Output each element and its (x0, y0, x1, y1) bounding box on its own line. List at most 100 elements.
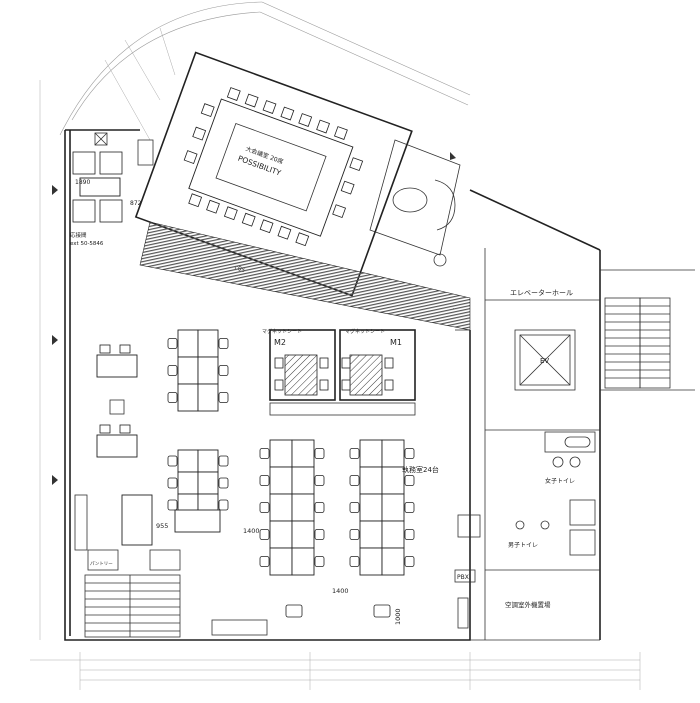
desk-chair (373, 604, 391, 618)
lounge (369, 139, 461, 267)
workstation-desk (269, 493, 293, 522)
workstation-desk (177, 471, 199, 495)
desk-chair (167, 455, 178, 467)
workstation-desk (269, 547, 293, 576)
corridor-stripe (139, 221, 471, 331)
desk-chair (218, 392, 229, 403)
desk-chair (259, 529, 270, 540)
reception-phone-label: 応接間 (70, 231, 87, 239)
pantry-label: パントリー (90, 561, 113, 567)
conference-chair (206, 199, 220, 214)
elevator-hall-label: エレベーターホール (510, 288, 573, 297)
desk-chair (404, 502, 415, 513)
building-walls (64, 129, 695, 641)
dimension-1890: 1890 (75, 179, 90, 186)
conference-chair (295, 232, 310, 247)
conference-chair (223, 206, 238, 221)
desk-chair (167, 477, 178, 489)
marker-m1-label: マグネットシート (345, 328, 385, 335)
desk-chair (218, 365, 229, 376)
conference-chair (259, 219, 274, 234)
conference-chair (280, 106, 295, 121)
mens-toilet-label: 男子トイレ (508, 542, 538, 549)
desk-chair (349, 556, 360, 567)
office-area-label: 執務室24台 (402, 465, 439, 474)
dimension-955: 955 (156, 522, 168, 530)
desk-chair (404, 475, 415, 486)
elevator: EV (514, 329, 576, 391)
meeting-room-m2: M2 マグネットシート (262, 328, 336, 401)
conference-chair (334, 126, 348, 140)
conference-chair (241, 212, 256, 227)
conference-chair (188, 193, 203, 208)
workstation-desk (197, 383, 219, 412)
conference-chair (277, 225, 292, 240)
womens-toilet-label: 女子トイレ (545, 477, 575, 485)
workstation-desk (177, 383, 199, 412)
workstation-desk (359, 520, 383, 549)
desk-chair (349, 448, 360, 459)
dimension-1000: 1000 (394, 608, 402, 625)
reception-sofas: 1890 872 応接間 ext 50-5846 (70, 132, 154, 247)
workstation-desk (381, 493, 405, 522)
pantry-area: パントリー (74, 344, 268, 636)
conference-chair (226, 87, 241, 101)
meeting-room-m1: M1 マグネットシート (339, 328, 416, 401)
conference-chair (316, 119, 330, 134)
workstation-desk (291, 466, 315, 495)
desk-chair (349, 502, 360, 513)
meeting-shelf (269, 402, 416, 416)
workstation-desk (197, 471, 219, 495)
dimension-1400-b: 1400 (332, 587, 349, 595)
conference-chair (349, 157, 364, 172)
workstation-desk (197, 356, 219, 385)
desk-chair (314, 475, 325, 486)
workstation-desk (291, 439, 315, 468)
marker-m2-label: マグネットシート (262, 328, 302, 335)
pbx-room: PBX (454, 514, 481, 629)
conference-chair (340, 180, 355, 195)
workstation-desk (359, 493, 383, 522)
workstation-desks (167, 329, 415, 618)
desk-chair (314, 502, 325, 513)
desk-chair (259, 475, 270, 486)
desk-chair (314, 556, 325, 567)
desk-chair (167, 338, 178, 349)
workstation-desk (269, 466, 293, 495)
meeting-m1-label: M1 (390, 338, 402, 347)
conference-chair (192, 126, 207, 141)
workstation-desk (177, 356, 199, 385)
workstation-desk (177, 449, 199, 473)
direction-markers (52, 152, 456, 485)
conference-chair (200, 103, 215, 118)
workstation-desk (359, 466, 383, 495)
conference-chair (183, 150, 198, 164)
desk-chair (285, 604, 303, 618)
workstation-desk (291, 493, 315, 522)
reception-phone-number: ext 50-5846 (70, 241, 104, 247)
workstation-desk (381, 520, 405, 549)
workstation-desk (359, 547, 383, 576)
desk-chair (259, 556, 270, 567)
workstation-desk (197, 329, 219, 358)
desk-chair (167, 392, 178, 403)
desk-chair (404, 448, 415, 459)
workstation-desk (359, 439, 383, 468)
desk-chair (314, 529, 325, 540)
desk-chair (404, 556, 415, 567)
desk-chair (259, 502, 270, 513)
desk-chair (167, 365, 178, 376)
desk-chair (314, 448, 325, 459)
storage-label: 空調室外機置場 (505, 600, 551, 609)
conference-chair (244, 93, 259, 108)
workstation-desk (381, 466, 405, 495)
south-stair (84, 574, 181, 638)
workstation-desk (381, 547, 405, 576)
dimension-872: 872 (130, 200, 142, 207)
workstation-desk (381, 439, 405, 468)
conference-room: 大会議室 20席 POSSIBILITY c05 (134, 51, 413, 297)
desk-chair (218, 455, 229, 467)
desk-chair (218, 338, 229, 349)
desk-chair (259, 448, 270, 459)
desk-chair (218, 477, 229, 489)
